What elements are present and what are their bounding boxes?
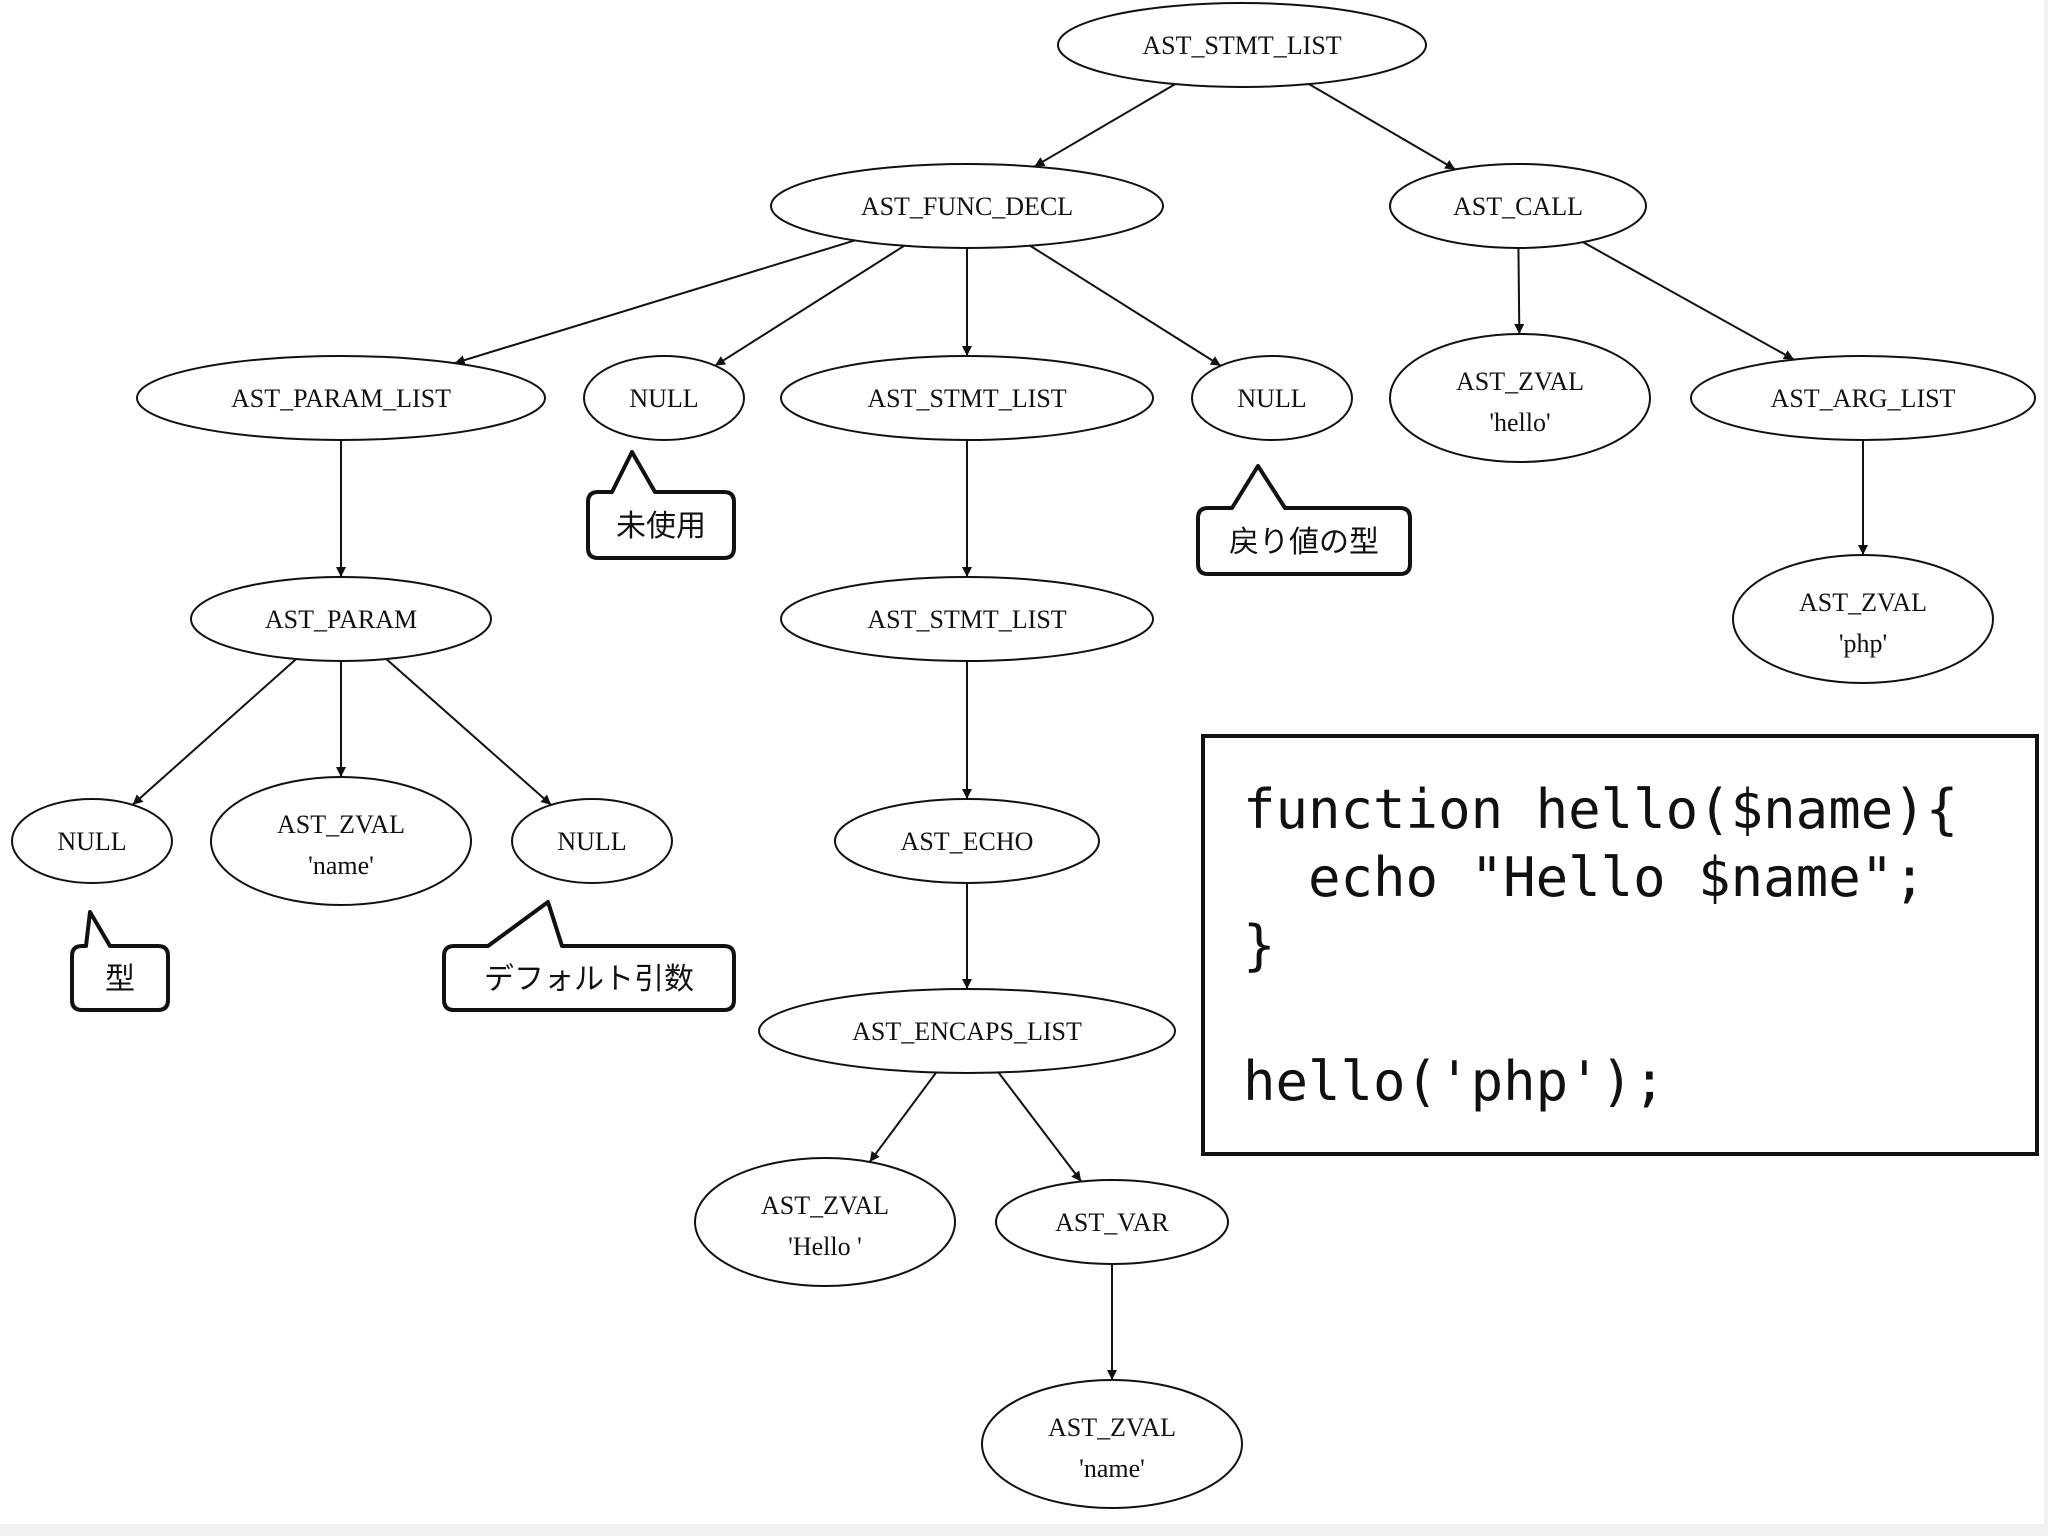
node-n19: AST_ZVAL 'name' xyxy=(981,1379,1243,1509)
node-label: AST_FUNC_DECL xyxy=(861,192,1073,221)
node-ellipse xyxy=(758,988,1176,1074)
node-ellipse xyxy=(1732,554,1994,684)
node-ellipse xyxy=(770,163,1164,249)
callout-bubble xyxy=(70,910,170,1012)
node-n13: AST_ZVAL 'name' xyxy=(210,776,472,906)
callout-c_unused: 未使用 xyxy=(586,450,736,560)
node-label: AST_STMT_LIST xyxy=(867,384,1066,413)
node-label: NULL xyxy=(557,827,626,856)
node-n3: AST_PARAM_LIST xyxy=(136,355,546,441)
node-n6: NULL xyxy=(1191,355,1353,441)
node-ellipse xyxy=(1191,355,1353,441)
callout-c_default: デフォルト引数 xyxy=(442,900,736,1012)
callout-label: デフォルト引数 xyxy=(484,962,694,997)
node-label: AST_ECHO xyxy=(901,827,1034,856)
node-n9: AST_PARAM xyxy=(190,576,492,662)
node-label: AST_ZVAL xyxy=(761,1191,889,1220)
node-sublabel: 'Hello ' xyxy=(788,1232,862,1261)
code-line-3: } xyxy=(1243,914,1276,977)
php-code-box: function hello($name){ echo "Hello $name… xyxy=(1201,734,2039,1156)
node-n8: AST_ARG_LIST xyxy=(1690,355,2036,441)
code-line-2: echo "Hello $name"; xyxy=(1243,846,1926,909)
node-sublabel: 'hello' xyxy=(1489,408,1550,437)
node-n14: NULL xyxy=(511,798,673,884)
edge-n0-n2 xyxy=(1308,83,1456,171)
node-n7: AST_ZVAL 'hello' xyxy=(1389,333,1651,463)
node-n11: AST_ZVAL 'php' xyxy=(1732,554,1994,684)
node-sublabel: 'name' xyxy=(1079,1454,1145,1483)
node-label: NULL xyxy=(629,384,698,413)
node-label: AST_ZVAL xyxy=(1456,367,1584,396)
node-label: AST_ENCAPS_LIST xyxy=(852,1017,1082,1046)
node-ellipse xyxy=(583,355,745,441)
node-n1: AST_FUNC_DECL xyxy=(770,163,1164,249)
node-n12: NULL xyxy=(11,798,173,884)
callout-c_type: 型 xyxy=(70,910,170,1012)
code-line-1: function hello($name){ xyxy=(1243,778,1959,841)
node-n10: AST_STMT_LIST xyxy=(780,576,1154,662)
node-n4: NULL xyxy=(583,355,745,441)
node-n5: AST_STMT_LIST xyxy=(780,355,1154,441)
node-n17: AST_ZVAL 'Hello ' xyxy=(694,1157,956,1287)
node-label: AST_ZVAL xyxy=(1048,1413,1176,1442)
node-n18: AST_VAR xyxy=(995,1179,1229,1265)
node-label: AST_PARAM_LIST xyxy=(231,384,451,413)
node-n15: AST_ECHO xyxy=(834,798,1100,884)
callout-bubble xyxy=(442,900,736,1012)
node-sublabel: 'php' xyxy=(1839,629,1887,658)
node-n0: AST_STMT_LIST xyxy=(1057,2,1427,88)
callout-label: 未使用 xyxy=(616,509,706,544)
code-line-5: hello('php'); xyxy=(1243,1050,1666,1113)
callout-label: 戻り値の型 xyxy=(1229,525,1379,560)
edge-n16-n18 xyxy=(997,1071,1083,1183)
node-label: AST_ZVAL xyxy=(1799,588,1927,617)
node-ellipse xyxy=(1057,2,1427,88)
edge-n9-n14 xyxy=(385,658,552,806)
edge-n1-n4 xyxy=(714,244,905,367)
node-label: AST_CALL xyxy=(1453,192,1583,221)
node-label: AST_ZVAL xyxy=(277,810,405,839)
node-ellipse xyxy=(780,576,1154,662)
node-ellipse xyxy=(136,355,546,441)
node-n16: AST_ENCAPS_LIST xyxy=(758,988,1176,1074)
node-ellipse xyxy=(1389,163,1647,249)
callout-bubble xyxy=(1196,464,1412,576)
node-ellipse xyxy=(11,798,173,884)
edge-n2-n8 xyxy=(1582,241,1795,361)
node-ellipse xyxy=(995,1179,1229,1265)
node-ellipse xyxy=(981,1379,1243,1509)
node-ellipse xyxy=(190,576,492,662)
node-label: AST_STMT_LIST xyxy=(1142,31,1341,60)
node-label: NULL xyxy=(57,827,126,856)
node-label: AST_STMT_LIST xyxy=(867,605,1066,634)
node-ellipse xyxy=(511,798,673,884)
edge-n16-n17 xyxy=(868,1071,937,1163)
edge-n0-n1 xyxy=(1033,83,1176,168)
node-ellipse xyxy=(834,798,1100,884)
node-label: AST_ARG_LIST xyxy=(1771,384,1956,413)
edge-n1-n3 xyxy=(454,239,856,365)
node-ellipse xyxy=(210,776,472,906)
callout-label: 型 xyxy=(105,962,135,997)
node-sublabel: 'name' xyxy=(308,851,374,880)
edge-n2-n7 xyxy=(1514,247,1525,335)
node-ellipse xyxy=(780,355,1154,441)
code-listing: function hello($name){ echo "Hello $name… xyxy=(1243,776,1958,1116)
callout-c_return: 戻り値の型 xyxy=(1196,464,1412,576)
node-ellipse xyxy=(1690,355,2036,441)
edge-n1-n6 xyxy=(1029,244,1222,367)
edge-n9-n12 xyxy=(131,658,297,806)
node-label: AST_VAR xyxy=(1055,1208,1169,1237)
callout-bubble xyxy=(586,450,736,560)
node-label: AST_PARAM xyxy=(265,605,417,634)
node-ellipse xyxy=(1389,333,1651,463)
node-ellipse xyxy=(694,1157,956,1287)
node-n2: AST_CALL xyxy=(1389,163,1647,249)
node-label: NULL xyxy=(1237,384,1306,413)
